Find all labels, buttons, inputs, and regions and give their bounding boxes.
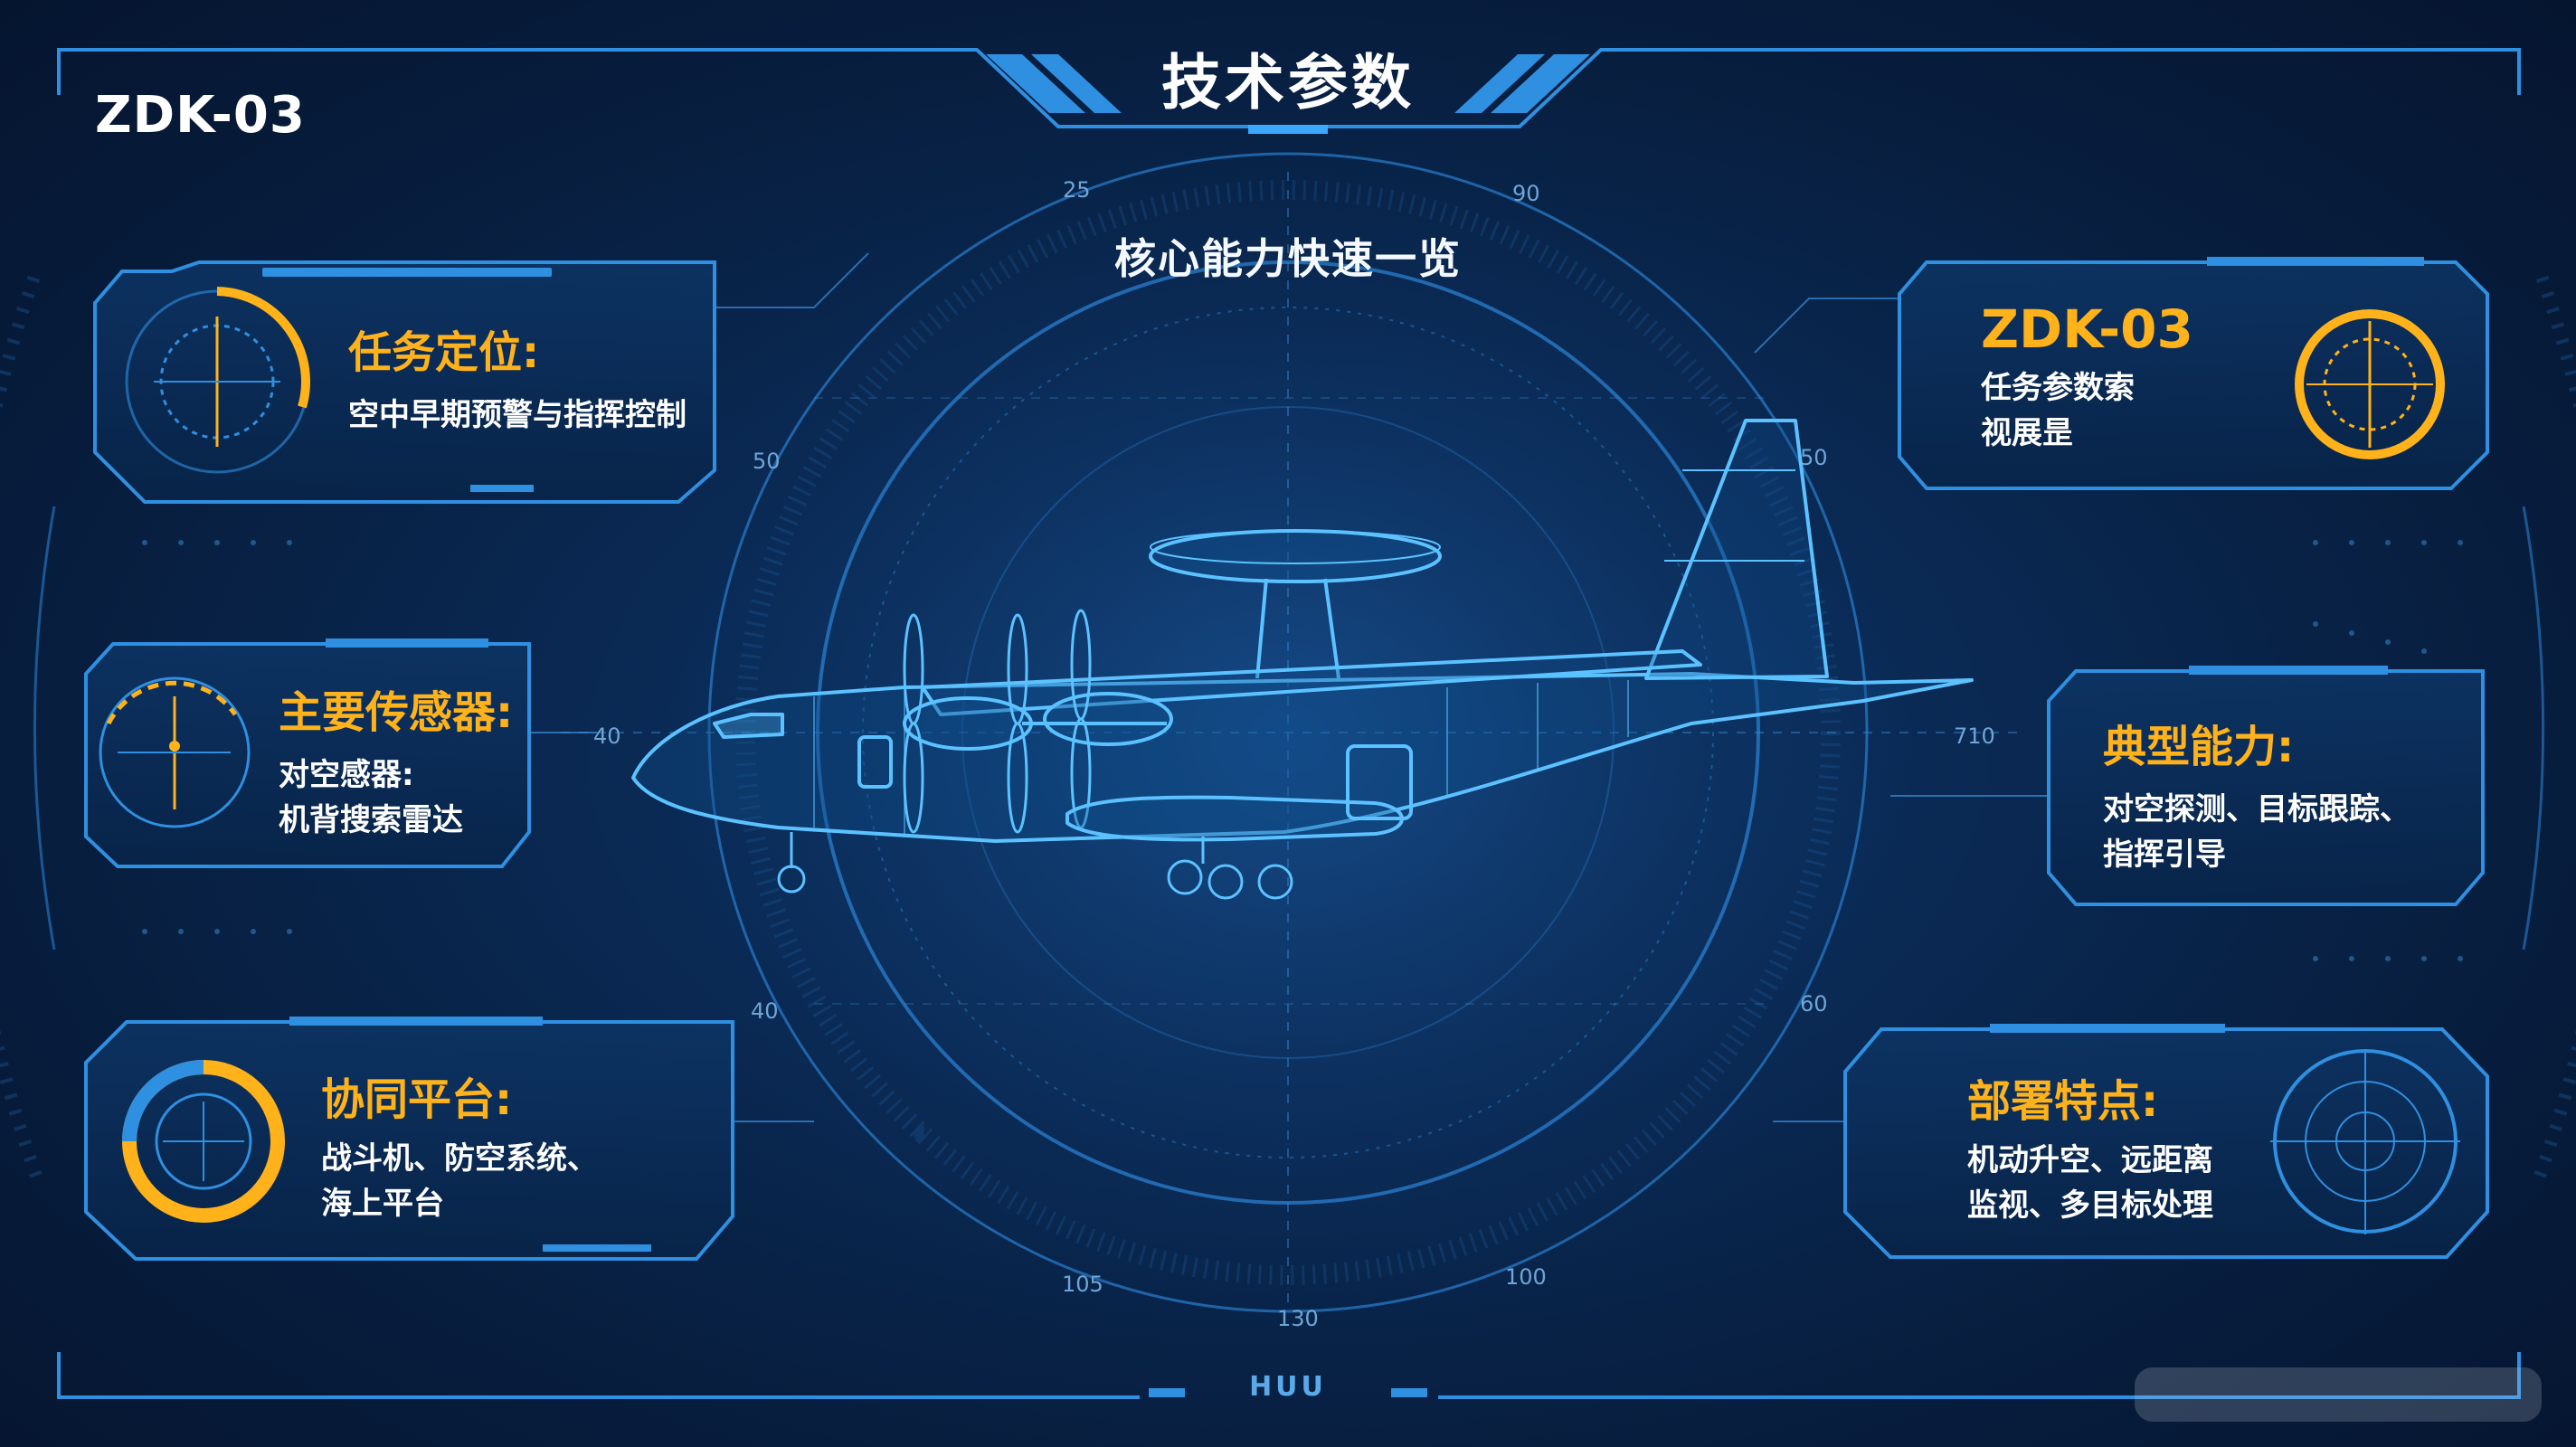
panel-line: 机背搜索雷达 [279, 802, 463, 838]
dial-tick-label: 25 [1063, 177, 1091, 203]
panel-heading: 协同平台: [321, 1074, 513, 1125]
radar-gauge-icon [2270, 1049, 2460, 1234]
panel-frame-sensors [84, 642, 531, 868]
radar-gauge-icon [2295, 309, 2445, 459]
panel-heading: 主要传感器: [279, 687, 514, 738]
panel-line: 海上平台 [321, 1186, 444, 1222]
panel-line: 对空探测、目标跟踪、 [2103, 791, 2410, 828]
panel-heading: 典型能力: [2103, 722, 2295, 772]
panel-heading: 任务定位: [348, 327, 540, 378]
dial-tick-label: 40 [751, 998, 779, 1024]
panel-deployment: 部署特点: 机动升空、远距离 监视、多目标处理 [1967, 1065, 2213, 1228]
panel-mission: 任务定位: 空中早期预警与指挥控制 [348, 317, 687, 438]
page-subtitle: 核心能力快速一览 [1114, 234, 1462, 283]
dial-tick-label: 60 [1800, 991, 1828, 1017]
dial-tick-label: 105 [1062, 1272, 1103, 1297]
panel-line: 对空感器: [279, 757, 414, 793]
panel-capability: 典型能力: 对空探测、目标跟踪、 指挥引导 [2103, 711, 2410, 877]
dial-tick-label: 710 [1954, 724, 1995, 749]
dial-tick-label: 130 [1277, 1306, 1319, 1331]
dial-tick-label: 100 [1505, 1264, 1547, 1290]
brand-label: ZDK-03 [95, 86, 306, 145]
panel-heading: ZDK-03 [1981, 298, 2193, 360]
dial-tick-label: 50 [753, 449, 781, 474]
panel-frame-capability [2047, 669, 2485, 906]
panel-heading: 部署特点: [1967, 1076, 2159, 1127]
panel-frame-mission [93, 260, 716, 504]
awacs-aircraft-illustration [631, 419, 1974, 900]
dial-tick-label: 90 [1512, 181, 1540, 206]
panel-platforms: 协同平台: 战斗机、防空系统、 海上平台 [321, 1064, 598, 1226]
dial-tick-label: 40 [593, 724, 621, 749]
panel-line: 机动升空、远距离 [1967, 1142, 2213, 1178]
panel-line: 战斗机、防空系统、 [321, 1140, 598, 1177]
panel-line: 指挥引导 [2103, 837, 2226, 873]
radar-gauge-icon [99, 676, 251, 828]
panel-line: 任务参数索 [1981, 370, 2135, 406]
panel-line: 视展昰 [1981, 415, 2073, 451]
radar-gauge-icon [125, 287, 310, 474]
panel-model: ZDK-03 任务参数索 视展昰 [1981, 298, 2193, 456]
panel-line: 监视、多目标处理 [1967, 1187, 2213, 1224]
panel-sensors: 主要传感器: 对空感器: 机背搜索雷达 [279, 676, 513, 843]
panel-line: 空中早期预警与指挥控制 [348, 397, 687, 433]
panel-frame-deployment [1843, 1027, 2489, 1259]
dial-tick-label: 50 [1800, 445, 1828, 470]
footer-label: HUU [1249, 1371, 1327, 1403]
radar-gauge-icon [122, 1060, 285, 1223]
page-title: 技术参数 [1161, 48, 1415, 118]
